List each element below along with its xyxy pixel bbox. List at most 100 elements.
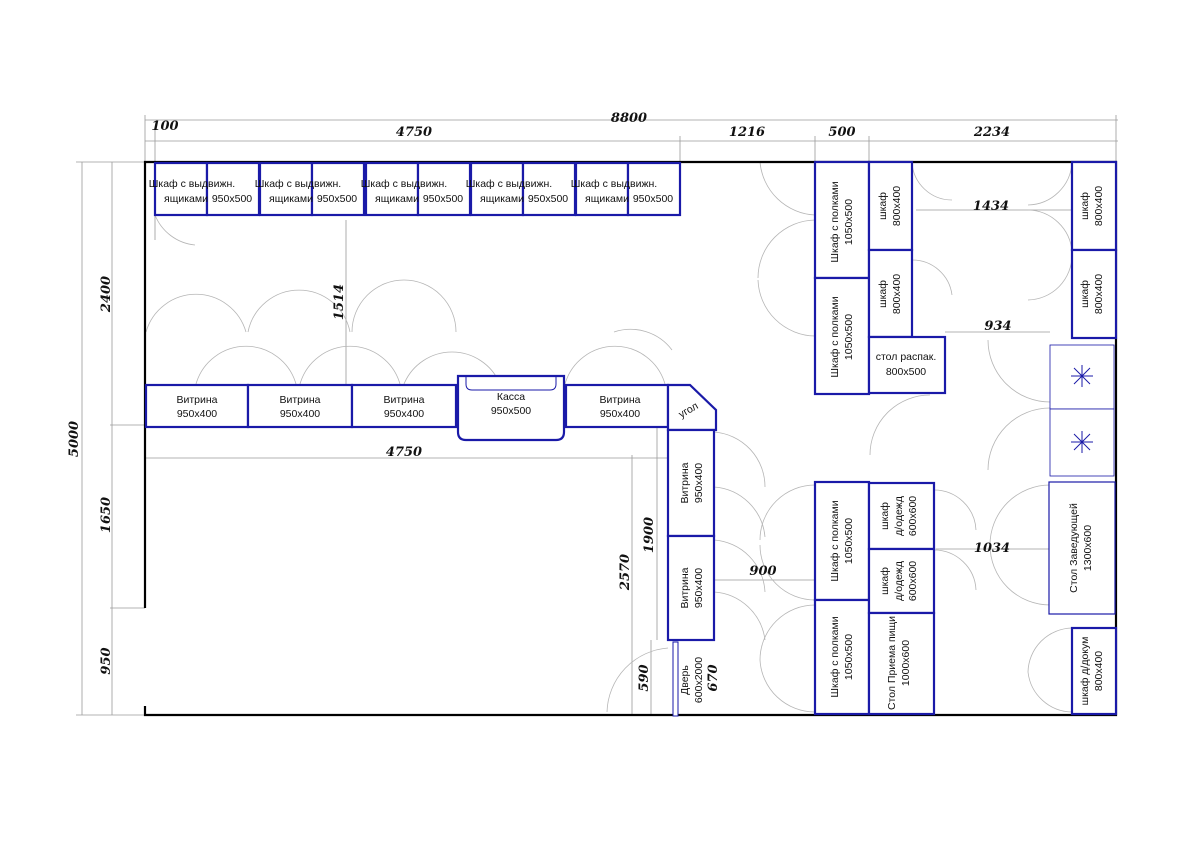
vitrina-5: Витрина 950х400 [666, 428, 716, 538]
cabinet-small-3: шкаф 800х400 [1070, 160, 1118, 252]
svg-text:800х400: 800х400 [1093, 186, 1105, 226]
vitrina-3: Витрина 950х400 [350, 383, 458, 429]
dim-950: 950 [99, 647, 114, 674]
shelf-cabinet-4: Шкаф с полками 1050х500 [813, 598, 871, 716]
svg-text:Витрина: Витрина [383, 394, 424, 406]
svg-text:Шкаф с выдвижн.: Шкаф с выдвижн. [361, 178, 447, 190]
docs-cabinet: шкаф д/докум 800х400 [1070, 626, 1118, 716]
svg-text:1050х500: 1050х500 [843, 199, 855, 245]
dim-934: 934 [984, 319, 1011, 334]
svg-text:Шкаф с полками: Шкаф с полками [829, 616, 841, 697]
svg-text:Шкаф с выдвижн.: Шкаф с выдвижн. [466, 178, 552, 190]
svg-text:шкаф: шкаф [879, 502, 891, 530]
svg-text:950х400: 950х400 [177, 408, 217, 420]
svg-text:950х400: 950х400 [384, 408, 424, 420]
svg-text:Шкаф с полками: Шкаф с полками [829, 296, 841, 377]
svg-text:950х400: 950х400 [693, 463, 705, 503]
drawer-cabinet-group-5: Шкаф с выдвижн. ящиками 950х500 [571, 161, 682, 217]
svg-text:Витрина: Витрина [279, 394, 320, 406]
svg-text:Шкаф с полками: Шкаф с полками [829, 500, 841, 581]
dim-100: 100 [151, 119, 178, 134]
svg-text:600х600: 600х600 [907, 561, 919, 601]
clothes-cabinet-2: шкаф д/одежд 600х600 [867, 547, 936, 615]
dim-1434: 1434 [973, 199, 1009, 214]
svg-text:Шкаф с полками: Шкаф с полками [829, 181, 841, 262]
vitrina-1: Витрина 950х400 [144, 383, 250, 429]
svg-text:Шкаф с выдвижн.: Шкаф с выдвижн. [571, 178, 657, 190]
svg-text:Витрина: Витрина [599, 394, 640, 406]
svg-text:шкаф д/докум: шкаф д/докум [1079, 637, 1091, 706]
dim-8800: 8800 [611, 111, 647, 126]
svg-text:1050х500: 1050х500 [843, 518, 855, 564]
window-unit-1 [1049, 344, 1115, 410]
svg-text:600х2000: 600х2000 [693, 657, 705, 703]
svg-text:950х500: 950х500 [528, 193, 568, 205]
drawer-cabinet-group-4: Шкаф с выдвижн. ящиками 950х500 [466, 161, 577, 217]
dimension-texts: 100 8800 4750 1216 500 2234 1434 1514 93… [67, 111, 1012, 692]
kassa: Касса 950х500 [456, 374, 566, 442]
drawer-cabinet-group-3: Шкаф с выдвижн. ящиками 950х500 [361, 161, 472, 217]
svg-text:1300х600: 1300х600 [1082, 525, 1094, 571]
shelf-cabinet-2: Шкаф с полками 1050х500 [813, 276, 871, 396]
svg-text:шкаф: шкаф [877, 192, 889, 220]
door-swing-arcs [145, 161, 1073, 713]
svg-text:Стол Заведующей: Стол Заведующей [1068, 503, 1080, 593]
svg-text:950х500: 950х500 [491, 405, 531, 417]
shelf-cabinet-3: Шкаф с полками 1050х500 [813, 480, 871, 602]
svg-text:Витрина: Витрина [679, 567, 691, 608]
packing-table: стол распак. 800х500 [867, 335, 947, 395]
svg-text:Витрина: Витрина [176, 394, 217, 406]
svg-text:Витрина: Витрина [679, 462, 691, 503]
svg-text:1050х500: 1050х500 [843, 634, 855, 680]
clothes-cabinet-1: шкаф д/одежд 600х600 [867, 481, 936, 551]
food-table: Стол Приема пищи 1000х600 [867, 611, 936, 716]
dim-4750-mid: 4750 [386, 445, 422, 460]
dim-1514: 1514 [332, 284, 347, 320]
dim-670: 670 [706, 664, 721, 691]
dim-5000: 5000 [67, 421, 82, 457]
svg-text:800х500: 800х500 [886, 366, 926, 378]
svg-text:ящиками: ящиками [480, 193, 524, 205]
dim-2234: 2234 [973, 125, 1010, 140]
svg-text:800х400: 800х400 [1093, 274, 1105, 314]
vitrina-4: Витрина 950х400 [564, 383, 670, 429]
dim-2570: 2570 [618, 554, 633, 591]
drawer-cabinet-group-1: Шкаф с выдвижн. ящиками 950х500 [149, 161, 261, 217]
dim-500: 500 [828, 125, 855, 140]
svg-text:950х400: 950х400 [280, 408, 320, 420]
svg-text:ящиками: ящиками [585, 193, 629, 205]
svg-text:шкаф: шкаф [879, 567, 891, 595]
drawer-cabinet-group-2: Шкаф с выдвижн. ящиками 950х500 [255, 161, 366, 217]
cabinet-small-1: шкаф 800х400 [867, 160, 914, 252]
svg-text:1000х600: 1000х600 [900, 640, 912, 686]
dim-900: 900 [749, 564, 776, 579]
dim-1900: 1900 [642, 517, 657, 553]
asterisk-icon [1071, 431, 1093, 453]
svg-text:Дверь: Дверь [679, 665, 691, 695]
svg-text:600х600: 600х600 [907, 496, 919, 536]
svg-text:Касса: Касса [497, 391, 525, 403]
svg-text:950х500: 950х500 [317, 193, 357, 205]
dim-1216: 1216 [729, 125, 765, 140]
svg-text:950х400: 950х400 [693, 568, 705, 608]
drawer-cabinet-label-line2: ящиками [164, 193, 208, 205]
window-unit-2 [1049, 408, 1115, 477]
svg-text:стол распак.: стол распак. [876, 351, 937, 363]
svg-text:ящиками: ящиками [375, 193, 419, 205]
dim-590: 590 [637, 664, 652, 691]
svg-text:Стол Приема пищи: Стол Приема пищи [886, 616, 898, 710]
room-walls [143, 160, 1118, 717]
vitrina-2: Витрина 950х400 [246, 383, 354, 429]
door: Дверь 600х2000 [672, 641, 705, 717]
corner-unit: угол [666, 383, 718, 432]
dim-1034: 1034 [974, 541, 1010, 556]
manager-table: Стол Заведующей 1300х600 [1048, 481, 1116, 615]
svg-text:800х400: 800х400 [891, 186, 903, 226]
svg-text:950х400: 950х400 [600, 408, 640, 420]
svg-text:д/одежд: д/одежд [893, 561, 905, 601]
svg-text:Шкаф с выдвижн.: Шкаф с выдвижн. [255, 178, 341, 190]
vitrina-6: Витрина 950х400 [666, 534, 716, 642]
svg-text:1050х500: 1050х500 [843, 314, 855, 360]
svg-text:д/одежд: д/одежд [893, 496, 905, 536]
